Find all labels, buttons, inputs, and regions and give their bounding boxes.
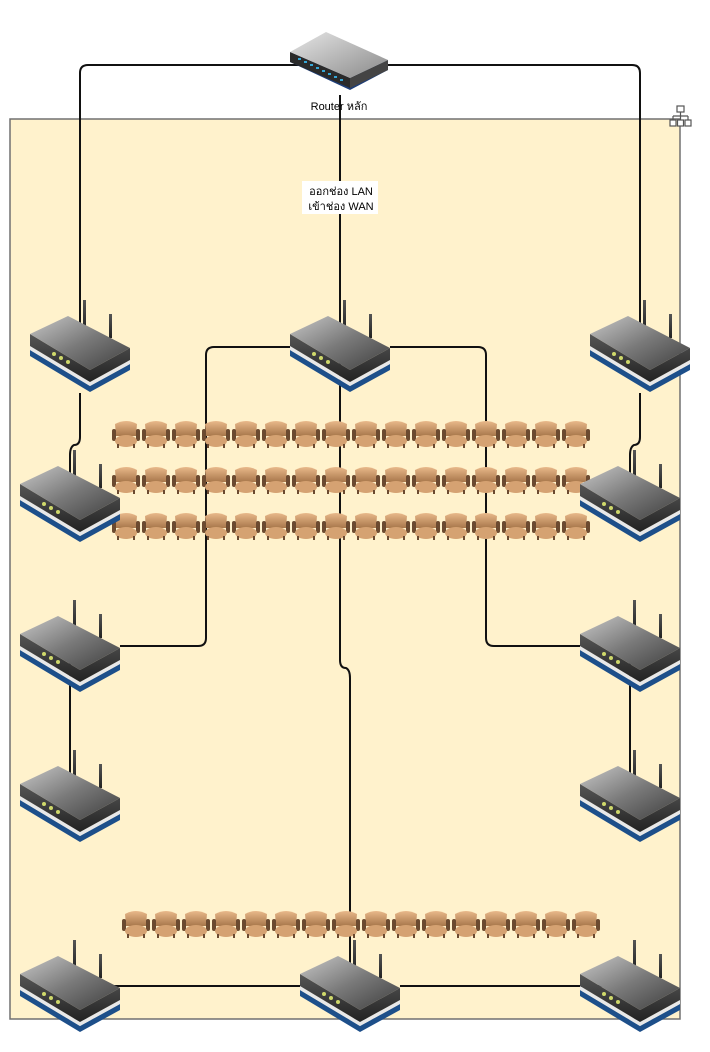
cable-ap-top-center-to-row3-right — [390, 346, 580, 647]
network-hierarchy-icon — [669, 105, 692, 127]
cable-router-to-ap-top-right — [385, 64, 641, 345]
room-container — [9, 118, 681, 1020]
connection-label-line1: ออกช่อง LAN — [309, 186, 373, 198]
connection-label-line2: เข้าช่อง WAN — [308, 201, 373, 213]
cable-ap-top-right-to-row2-right — [629, 393, 641, 495]
cable-ap-top-center-to-bottom-center — [339, 345, 351, 985]
cable-ap-top-left-to-row2-left — [69, 393, 81, 495]
connection-label-background — [302, 181, 378, 214]
cable-router-to-ap-top-left — [79, 64, 300, 345]
main-router-label: Router หลัก — [311, 101, 368, 113]
main-router-icon — [290, 32, 388, 90]
cable-ap-top-center-to-row3-left — [120, 346, 290, 647]
